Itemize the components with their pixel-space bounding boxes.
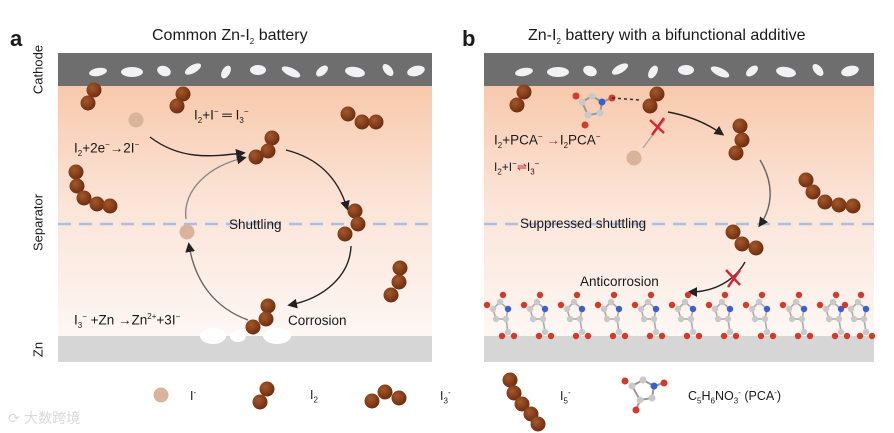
pca-legend-icon [621,376,668,414]
pca-adsorbed-molecule [668,291,703,340]
pca-adsorbed-molecule [520,291,555,340]
pca-adsorbed-layer [483,291,876,340]
iodine-molecule [80,82,102,111]
pca-adsorbed-molecule [841,291,876,340]
pca-adsorbed-molecule [631,291,666,340]
triiodide-ion [248,130,280,165]
pca-adsorbed-molecule [557,291,592,340]
panel-a-title: Common Zn-I2 battery [152,27,308,47]
pentaiodide-ion [68,164,118,214]
zn-anode [58,336,432,362]
iodine-molecule [509,84,532,113]
pentaiodide-ion [798,172,861,214]
pca-molecule [572,92,641,129]
panel-b-title: Zn-I2 battery with a bifunctional additi… [528,27,806,47]
pca-adsorbed-molecule [483,291,518,340]
panel-b-molecules [509,84,861,256]
panel-b-cell [484,53,874,362]
watermark-logo: ⟳ 大数跨境 [8,411,81,427]
electrolyte [58,86,432,336]
triiodide-ion [245,298,276,335]
suppressed-shuttling-label: Suppressed shuttling [520,216,647,231]
triiodide-ion [383,260,408,303]
legend-pentaiodide-label: I5- [560,388,571,406]
legend-iodide-label: I- [190,388,197,404]
separator-label: Separator [30,193,46,252]
corrosion-label: Corrosion [288,313,347,328]
cathode-layer [58,53,432,86]
iodide-ion [626,150,642,166]
zn-anode [484,336,874,362]
iodide-legend-icon [153,387,169,403]
pca-complex-equation: I2+PCA− →I2PCA− [494,132,601,151]
pca-adsorbed-molecule [742,291,777,340]
panel-a-molecules [68,82,408,335]
legend-shapes [153,372,668,432]
iodine-legend-icon [252,381,275,410]
triiodide-equilibrium-equation: I2+I− ═ I3− [194,107,249,126]
iodide-ion [128,112,144,128]
red-cross-icon [649,117,741,288]
legend-triiodide-label: I3- [440,388,451,406]
electrolyte [484,86,874,336]
panel-a-cell [58,53,432,362]
shuttling-cycle [149,136,352,321]
iodine-molecule [169,86,191,114]
panel-a-iodide [128,112,195,240]
iodine-reduction-equation: I2+2e−→2I− [74,140,140,159]
zn-label: Zn [30,341,46,358]
panel-b-letter: b [462,26,476,51]
triiodide-ion [340,106,384,130]
legend-pca-label: C5H6NO3- (PCA-) [688,388,782,406]
panel-b-arrows [642,111,771,297]
pca-adsorbed-molecule [779,291,814,340]
cathode-label: Cathode [30,44,46,95]
cathode-pores [89,63,859,79]
iodide-ion [179,224,195,240]
triiodide-ion [337,203,366,242]
triiodide-ion [725,224,764,256]
triiodide-equilibrium-equation-b: I2+I−⇌I3− [494,159,540,177]
triiodide-legend-icon [364,384,407,409]
pca-adsorbed-molecule [705,291,740,340]
zn-corrosion-equation: I3− +Zn →Zn2++3I− [74,312,181,331]
pca-adsorbed-molecule [816,291,851,340]
triiodide-ion [728,118,750,161]
iodine-molecule [642,86,665,114]
pentaiodide-legend-icon [502,372,546,432]
pca-adsorbed-molecule [594,291,629,340]
panel-a-letter: a [10,26,23,51]
anticorrosion-label: Anticorrosion [580,274,659,289]
legend-iodine-label: I2 [310,388,318,405]
shuttling-label: Shuttling [229,217,282,232]
